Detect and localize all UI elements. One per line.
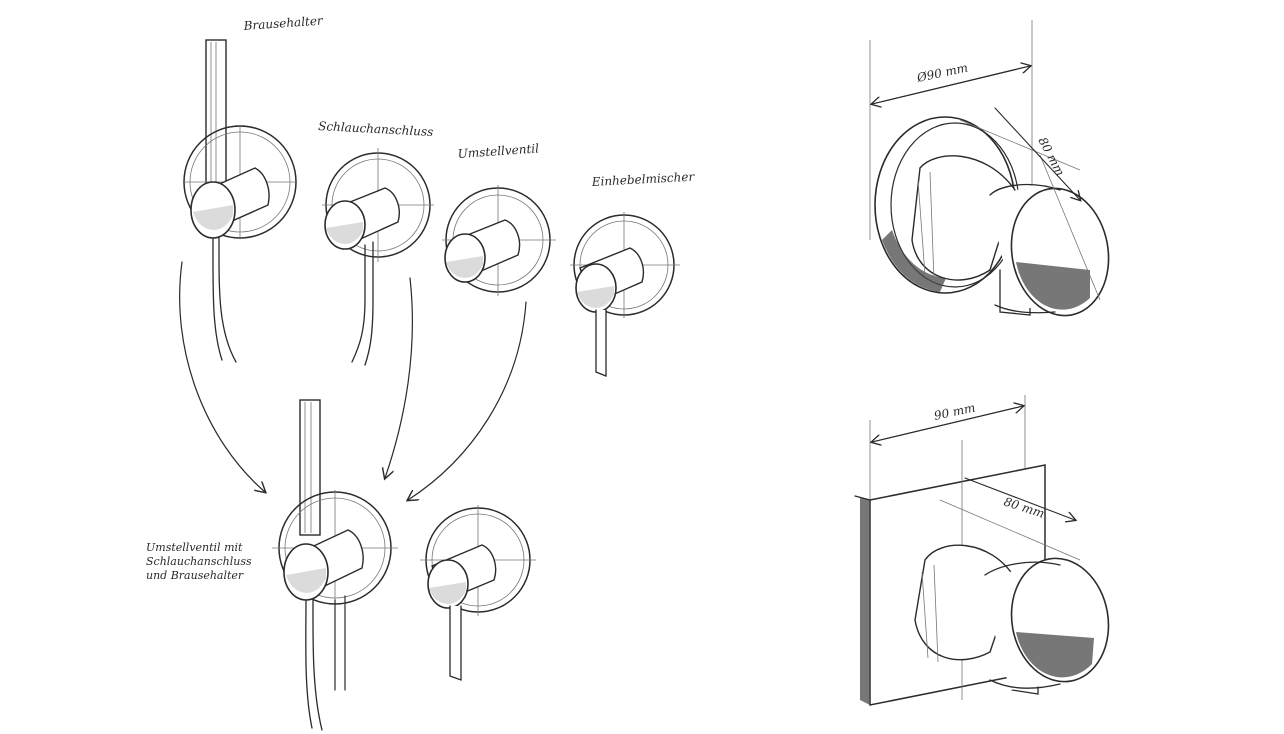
square-outlet-sketch: 90 mm 80 mm — [854, 395, 1110, 706]
dimension-square-width: 90 mm — [933, 401, 977, 423]
dimension-round-diameter: Ø90 mm — [915, 60, 969, 85]
label-brausehalter: Brausehalter — [242, 13, 324, 33]
schlauchanschluss-sketch: Schlauchanschluss — [318, 119, 434, 366]
einhebelmischer-sketch: Einhebelmischer — [570, 170, 696, 377]
label-einhebelmischer: Einhebelmischer — [590, 170, 695, 189]
combination-arrows — [179, 261, 527, 500]
label-combined-line2: Schlauchanschluss — [146, 555, 252, 568]
label-umstellventil: Umstellventil — [457, 141, 539, 161]
label-combined-line3: und Brausehalter — [146, 569, 244, 582]
combined-assembly-sketch: Umstellventil mit Schlauchanschluss und … — [146, 399, 536, 731]
label-schlauchanschluss: Schlauchanschluss — [318, 119, 434, 139]
label-combined-line1: Umstellventil mit — [146, 541, 243, 554]
umstellventil-sketch: Umstellventil — [442, 141, 556, 296]
brausehalter-sketch: Brausehalter — [183, 13, 324, 363]
round-outlet-sketch: Ø90 mm 80 mm — [869, 20, 1110, 317]
